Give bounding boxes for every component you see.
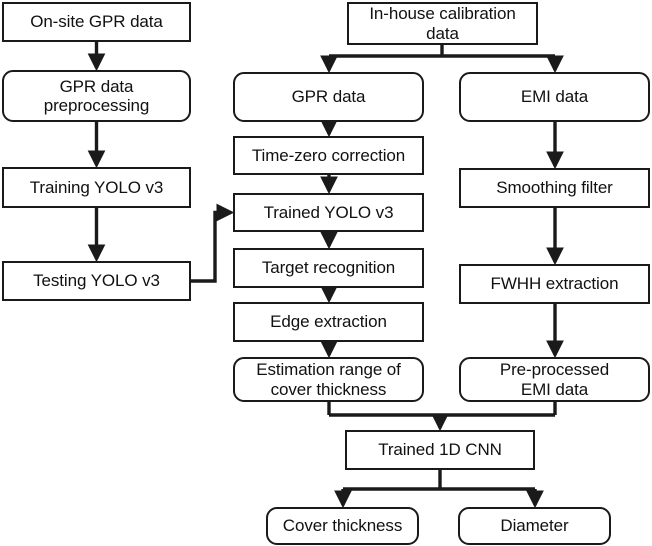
node-diameter[interactable]: Diameter xyxy=(458,507,611,545)
node-target-recognition[interactable]: Target recognition xyxy=(233,248,424,288)
node-trained-yolo-v3[interactable]: Trained YOLO v3 xyxy=(233,193,424,232)
node-gpr-data[interactable]: GPR data xyxy=(233,72,424,122)
node-estimation-range[interactable]: Estimation range of cover thickness xyxy=(233,357,424,402)
node-testing-yolo-v3[interactable]: Testing YOLO v3 xyxy=(2,261,191,301)
node-emi-data[interactable]: EMI data xyxy=(459,72,650,122)
node-preprocessed-emi[interactable]: Pre-processed EMI data xyxy=(459,357,650,402)
node-time-zero-correction[interactable]: Time-zero correction xyxy=(233,136,424,175)
node-inhouse-calibration[interactable]: In-house calibration data xyxy=(347,2,538,45)
node-fwhh-extraction[interactable]: FWHH extraction xyxy=(459,264,650,304)
connector-testing-to-trained-yolo xyxy=(191,203,235,283)
node-onsite-gpr-data[interactable]: On-site GPR data xyxy=(2,2,191,42)
node-gpr-preprocessing[interactable]: GPR data preprocessing xyxy=(2,70,191,122)
node-smoothing-filter[interactable]: Smoothing filter xyxy=(459,168,650,208)
connector-cnn-split xyxy=(343,470,535,491)
connector-calibration-split xyxy=(329,45,555,58)
node-trained-1d-cnn[interactable]: Trained 1D CNN xyxy=(345,430,535,470)
node-cover-thickness[interactable]: Cover thickness xyxy=(266,507,419,545)
node-edge-extraction[interactable]: Edge extraction xyxy=(233,302,424,342)
connector-merge-to-cnn xyxy=(327,402,557,417)
node-training-yolo-v3[interactable]: Training YOLO v3 xyxy=(2,167,191,208)
